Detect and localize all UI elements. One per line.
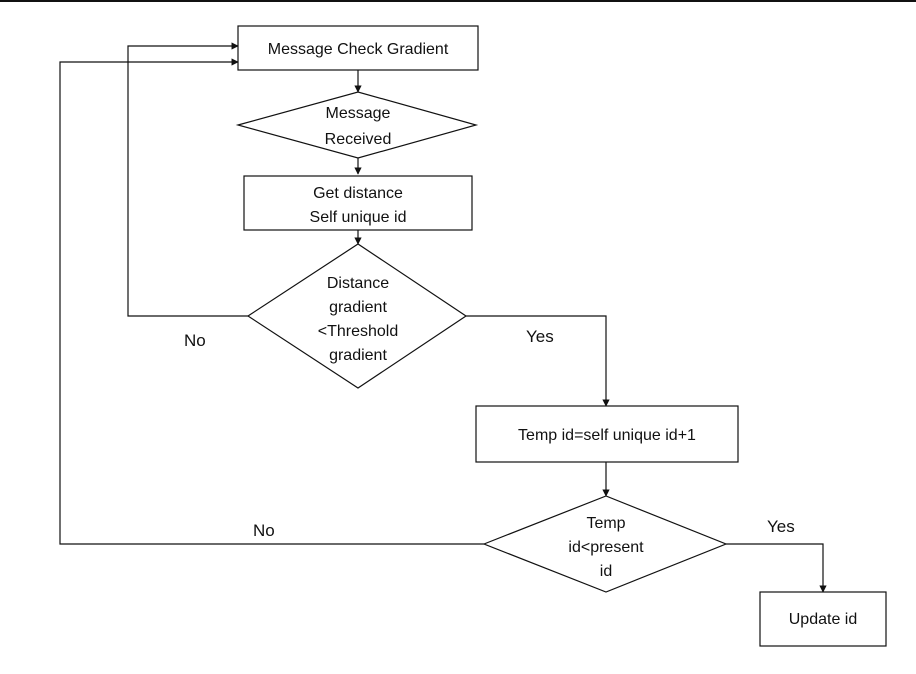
node-get-distance: Get distance Self unique id <box>243 175 473 231</box>
node-get-distance-line-1: Get distance <box>313 185 403 202</box>
node-update-id: Update id <box>759 591 887 647</box>
node-temp-id-compare-line-3: id <box>600 563 612 580</box>
node-temp-id-compare-decision: Temp id<present id <box>482 495 728 593</box>
connectors <box>59 42 827 593</box>
node-message-received: Message Received <box>235 91 479 159</box>
edge-compare-yes <box>726 543 827 593</box>
edge-gradient-yes <box>466 315 610 407</box>
node-distance-gradient-line-2: gradient <box>329 299 387 316</box>
node-distance-gradient-decision: Distance gradient <Threshold gradient <box>246 243 468 389</box>
node-distance-gradient-line-1: Distance <box>327 275 389 292</box>
node-temp-id-compare-line-1: Temp <box>586 515 625 532</box>
node-message-received-line-1: Message <box>326 105 391 122</box>
node-temp-id-compare-line-2: id<present <box>568 539 644 556</box>
node-message-received-line-2: Received <box>325 131 392 148</box>
top-border-line <box>0 0 916 2</box>
node-get-distance-line-2: Self unique id <box>310 209 407 226</box>
edge-label-gradient-no: No <box>184 331 206 350</box>
node-distance-gradient-line-3: <Threshold <box>318 323 399 340</box>
edge-compare-no-loop <box>59 58 484 545</box>
node-message-check-gradient-label: Message Check Gradient <box>268 41 449 58</box>
node-temp-id-assign: Temp id=self unique id+1 <box>475 405 739 463</box>
edge-label-compare-yes: Yes <box>767 517 795 536</box>
edge-label-compare-no: No <box>253 521 275 540</box>
node-distance-gradient-line-4: gradient <box>329 347 387 364</box>
node-update-id-label: Update id <box>789 611 858 628</box>
edge-gradient-no-loop <box>127 42 248 317</box>
node-temp-id-assign-label: Temp id=self unique id+1 <box>518 427 696 444</box>
node-message-check-gradient: Message Check Gradient <box>237 25 479 71</box>
edge-label-gradient-yes: Yes <box>526 327 554 346</box>
